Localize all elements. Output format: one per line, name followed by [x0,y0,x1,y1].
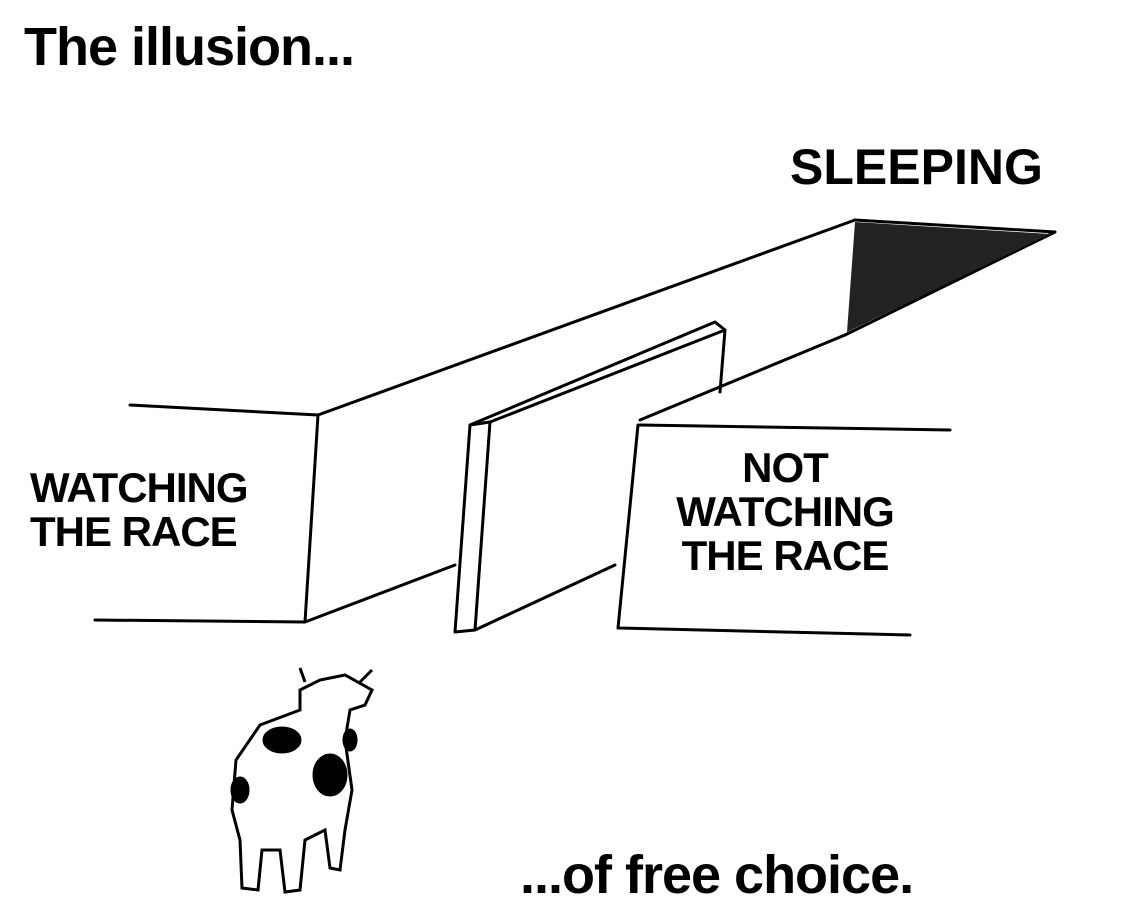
cow-icon [230,667,374,894]
right-block [616,333,952,637]
dark-passage [847,222,1050,332]
middle-panel [453,320,727,634]
label-watching-the-race: WATCHING THE RACE [30,464,249,556]
label-sleeping: SLEEPING [790,139,1043,195]
label-not-watching-the-race: NOT WATCHING THE RACE [676,444,895,580]
meme-title: The illusion... [24,17,355,77]
left-block [93,218,857,624]
meme-caption: ...of free choice. [520,845,914,905]
far-opening [843,218,1057,337]
